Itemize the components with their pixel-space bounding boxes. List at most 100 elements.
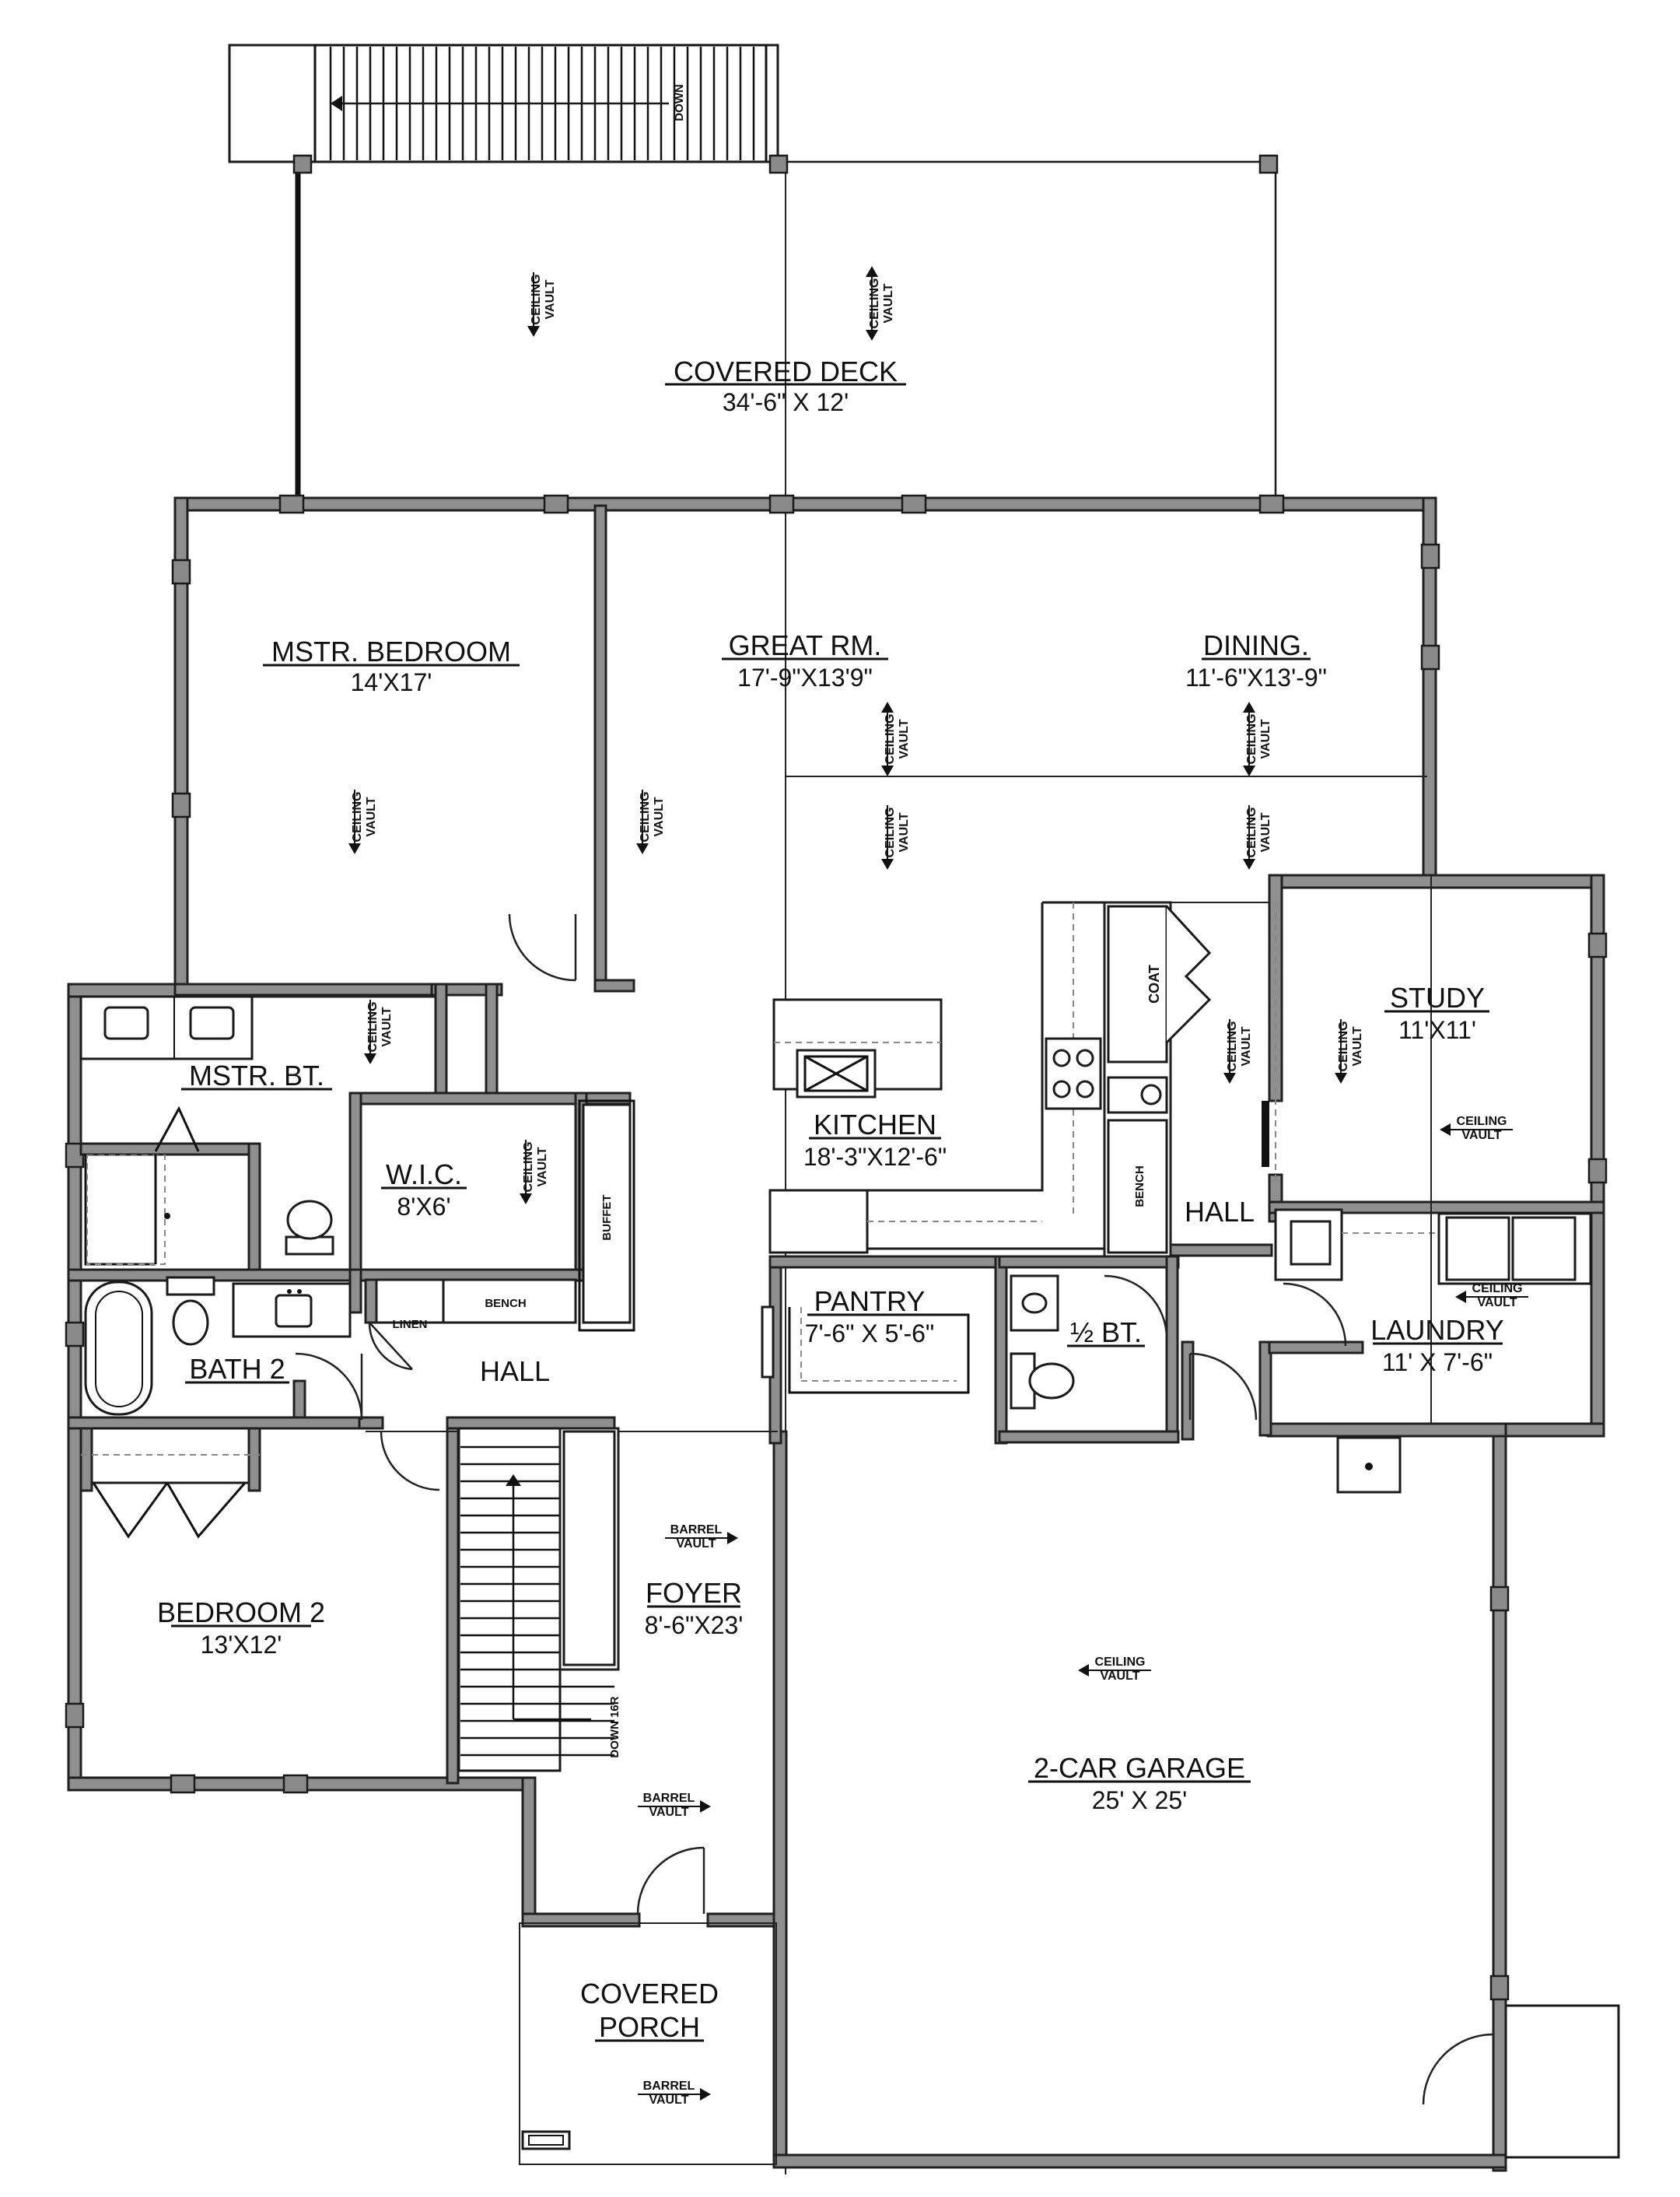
room-pantry-dim: 7'-6" X 5'-6" — [805, 1319, 935, 1347]
room-hall-kitchen-name: HALL — [1185, 1196, 1255, 1228]
room-laundry-dim: 11' X 7'-6" — [1382, 1348, 1493, 1376]
room-bath2-name: BATH 2 — [189, 1353, 285, 1385]
svg-text:VAULT: VAULT — [649, 2094, 689, 2107]
room-mstr-bedroom-dim: 14'X17' — [351, 668, 432, 696]
room-garage-dim: 25' X 25' — [1092, 1786, 1188, 1814]
linen-closet-label: LINEN — [393, 1318, 428, 1331]
svg-text:VAULT: VAULT — [380, 1007, 394, 1046]
svg-text:VAULT: VAULT — [1101, 1670, 1140, 1683]
room-study-dim: 11'X11' — [1398, 1016, 1476, 1044]
room-labels: COVERED DECK 34'-6" X 12' MSTR. BEDROOM … — [157, 356, 1504, 2043]
room-pantry-name: PANTRY — [814, 1285, 926, 1317]
interior-walls — [67, 504, 1620, 2165]
room-foyer-dim: 8'-6"X23' — [645, 1611, 744, 1639]
room-dining-name: DINING. — [1203, 629, 1309, 661]
svg-text:CEILING: CEILING — [884, 714, 897, 765]
svg-text:CEILING: CEILING — [868, 279, 881, 329]
svg-text:CEILING: CEILING — [1337, 1021, 1350, 1072]
svg-text:CEILING: CEILING — [1245, 808, 1258, 858]
room-kitchen-dim: 18'-3"X12'-6" — [803, 1143, 947, 1171]
svg-text:CEILING: CEILING — [1457, 1115, 1507, 1128]
room-foyer-name: FOYER — [646, 1577, 742, 1609]
svg-text:CEILING: CEILING — [639, 792, 652, 843]
svg-text:CEILING: CEILING — [1472, 1282, 1523, 1295]
svg-text:VAULT: VAULT — [898, 719, 911, 759]
svg-text:VAULT: VAULT — [536, 1147, 549, 1186]
room-wic-name: W.I.C. — [386, 1158, 462, 1190]
svg-text:VAULT: VAULT — [1478, 1296, 1517, 1309]
room-bedroom2-name: BEDROOM 2 — [157, 1596, 325, 1628]
svg-text:VAULT: VAULT — [1259, 719, 1272, 759]
svg-text:BARREL: BARREL — [643, 1792, 695, 1805]
svg-text:CEILING: CEILING — [366, 1002, 380, 1053]
svg-text:VAULT: VAULT — [649, 1806, 689, 1819]
deck-stair: DOWN — [228, 44, 779, 163]
svg-text:BARREL: BARREL — [670, 1523, 723, 1536]
svg-text:CEILING: CEILING — [530, 275, 543, 325]
fixture-labels: COAT BENCH BENCH BUFFET LINEN — [393, 965, 1163, 1331]
room-study-name: STUDY — [1390, 982, 1485, 1014]
bedroom2-closet — [79, 1427, 261, 1539]
svg-text:VAULT: VAULT — [677, 1537, 716, 1551]
svg-text:VAULT: VAULT — [898, 812, 911, 852]
buffet-label: BUFFET — [600, 1194, 614, 1240]
coat-closet-label: COAT — [1146, 965, 1162, 1004]
svg-text:VAULT: VAULT — [1240, 1026, 1253, 1066]
room-covered-deck-name: COVERED DECK — [674, 356, 898, 387]
svg-text:CEILING: CEILING — [1095, 1656, 1146, 1669]
svg-text:VAULT: VAULT — [365, 797, 378, 836]
room-covered-porch-name-line2: PORCH — [599, 2011, 700, 2043]
master-bath-fixtures — [79, 995, 352, 1416]
room-mstr-bedroom-name: MSTR. BEDROOM — [271, 636, 511, 668]
svg-text:VAULT: VAULT — [1259, 812, 1272, 852]
room-dining-dim: 11'-6"X13'-9" — [1185, 664, 1327, 692]
room-kitchen-name: KITCHEN — [814, 1109, 936, 1141]
svg-text:VAULT: VAULT — [1351, 1026, 1364, 1066]
svg-text:CEILING: CEILING — [351, 792, 364, 843]
svg-text:VAULT: VAULT — [1462, 1129, 1502, 1142]
main-stair-down-label: DOWN 16R — [608, 1696, 621, 1757]
room-half-bt-name: ½ BT. — [1070, 1316, 1142, 1348]
deck-stair-down-label: DOWN — [673, 84, 686, 121]
svg-text:VAULT: VAULT — [882, 283, 895, 323]
svg-text:CEILING: CEILING — [884, 808, 897, 858]
room-laundry-name: LAUNDRY — [1370, 1314, 1503, 1346]
svg-text:CEILING: CEILING — [522, 1142, 535, 1193]
room-covered-deck-dim: 34'-6" X 12' — [723, 388, 849, 416]
room-great-rm-name: GREAT RM. — [729, 629, 882, 661]
svg-text:CEILING: CEILING — [1226, 1021, 1239, 1072]
room-wic-dim: 8'X6' — [397, 1193, 450, 1221]
room-covered-porch-name-line1: COVERED — [580, 1978, 719, 2010]
room-hall-main-name: HALL — [480, 1355, 550, 1387]
kitchen-bench-label: BENCH — [1133, 1165, 1146, 1207]
svg-text:VAULT: VAULT — [653, 797, 666, 836]
room-bedroom2-dim: 13'X12' — [201, 1631, 282, 1659]
main-stair: DOWN 16R — [457, 1427, 621, 1772]
svg-text:CEILING: CEILING — [1245, 714, 1258, 765]
svg-text:BARREL: BARREL — [643, 2080, 695, 2093]
door-swings — [295, 913, 1494, 2105]
hall-bench-label: BENCH — [485, 1297, 526, 1310]
svg-text:VAULT: VAULT — [544, 279, 557, 319]
